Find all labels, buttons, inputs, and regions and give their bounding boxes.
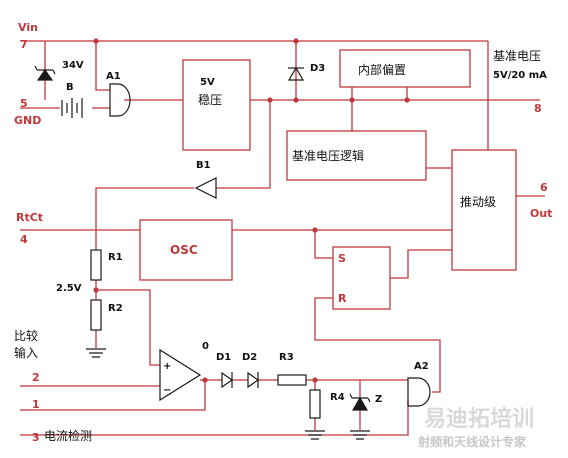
junction-dot	[312, 227, 318, 233]
pin-vin-name: Vin	[18, 21, 38, 34]
latch-r-label: R	[338, 292, 347, 305]
a1-and-gate-symbol	[109, 83, 131, 117]
junction-dots	[93, 38, 410, 383]
zener-voltage-label: 34V	[62, 60, 84, 71]
d2-label: D2	[242, 352, 257, 363]
regulator-block	[182, 59, 251, 151]
amp-zero-label: 0	[202, 341, 209, 352]
opamp-plus-label: +	[163, 361, 171, 372]
junction-dot	[293, 38, 299, 44]
pin-vin-number: 7	[20, 38, 28, 51]
junction-dot	[349, 97, 355, 103]
r4-label: R4	[330, 392, 345, 403]
pin-gnd-name: GND	[14, 114, 41, 127]
d3-diode-symbol	[287, 66, 305, 81]
ref-logic-label: 基准电压逻辑	[292, 149, 364, 163]
r2-resistor-symbol	[90, 299, 102, 331]
b1-feed-wire	[216, 100, 271, 189]
a2-and-gate-symbol	[407, 377, 431, 407]
regulator-label-1: 5V	[200, 77, 215, 88]
pin-out-name: Out	[530, 207, 552, 220]
r1-label: R1	[108, 252, 123, 263]
a1-upper-input-wire	[95, 41, 110, 91]
pin-rtct-number: 4	[20, 233, 28, 246]
ref-logic-block	[286, 130, 427, 181]
a1-label: A1	[106, 71, 121, 82]
junction-dot	[267, 97, 273, 103]
compare-in-label-2: 输入	[14, 345, 38, 360]
r3-label: R3	[279, 352, 294, 363]
d1-label: D1	[216, 352, 231, 363]
junction-dot	[93, 287, 99, 293]
junction-dot	[404, 97, 410, 103]
r2-label: R2	[108, 303, 123, 314]
current-sense-wire	[20, 400, 409, 436]
ground-icon	[305, 430, 325, 440]
pin-2-number: 2	[32, 371, 40, 384]
pin-ref-number: 8	[534, 102, 542, 115]
battery-symbol	[61, 98, 83, 118]
sr-latch-block	[332, 246, 391, 310]
latch-to-driver-wire	[390, 249, 452, 279]
ground-icon	[86, 348, 106, 358]
junction-dot	[312, 377, 318, 383]
wires	[20, 40, 545, 436]
regulator-label-2: 稳压	[198, 92, 222, 107]
b1-buffer-symbol	[194, 177, 217, 199]
opamp-minus-label: −	[163, 385, 171, 396]
d1-diode-symbol	[221, 371, 234, 389]
watermark-tagline: 射频和天线设计专家	[417, 434, 527, 449]
driver-block	[451, 149, 517, 271]
a2-label: A2	[414, 361, 429, 372]
r4-resistor-symbol	[309, 389, 321, 419]
junction-dot	[93, 38, 99, 44]
junction-dot	[202, 377, 208, 383]
v-2-5-label: 2.5V	[56, 283, 82, 294]
d3-label: D3	[310, 63, 325, 74]
ref-to-opamp-plus-wire	[96, 289, 160, 366]
b1-to-r1-wire	[95, 187, 194, 250]
ref-title-label: 基准电压	[493, 49, 541, 63]
pin-gnd-number: 5	[20, 97, 28, 110]
pin-rtct-name: RtCt	[16, 211, 43, 224]
internal-bias-label: 内部偏置	[358, 62, 406, 77]
zener-z-label: Z	[375, 394, 382, 405]
osc-label: OSC	[170, 243, 198, 257]
osc-block	[139, 219, 233, 281]
pin-1-number: 1	[32, 398, 40, 411]
junction-dot	[293, 97, 299, 103]
d2-diode-symbol	[247, 371, 260, 389]
ref-spec-label: 5V/20 mA	[493, 70, 547, 81]
pin-out-number: 6	[540, 181, 548, 194]
internal-bias-block	[339, 49, 471, 88]
watermark-logo-text: 易迪拓培训	[424, 406, 534, 432]
compare-in-label-1: 比较	[14, 328, 38, 343]
driver-label: 推动级	[460, 195, 496, 209]
osc-to-latch-s-wire	[314, 230, 333, 259]
pin-3-number: 3	[32, 431, 40, 444]
battery-label: B	[66, 82, 74, 93]
latch-s-label: S	[338, 252, 346, 265]
b1-label: B1	[196, 160, 211, 171]
r3-resistor-symbol	[277, 374, 307, 386]
ground-icon	[350, 430, 370, 440]
pin1-wire	[20, 380, 206, 411]
zener-z-symbol	[349, 393, 371, 411]
a2-to-latch-r-wire	[314, 297, 441, 393]
r1-resistor-symbol	[90, 249, 102, 281]
current-sense-label: 电流检测	[44, 428, 92, 443]
zener-34v-symbol	[34, 65, 56, 81]
error-amp-symbol	[159, 348, 202, 402]
